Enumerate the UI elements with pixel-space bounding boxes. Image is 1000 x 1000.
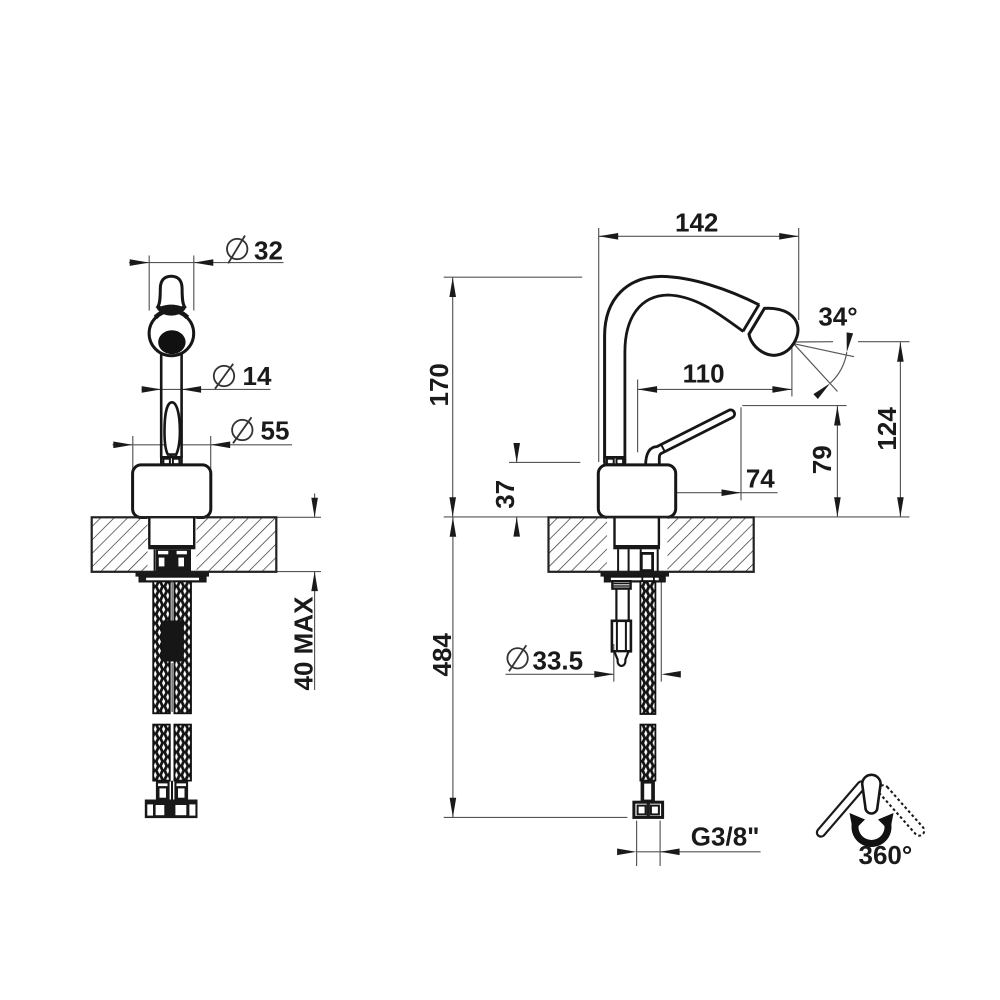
svg-text:360°: 360° [859,840,913,870]
svg-text:32: 32 [254,236,283,266]
svg-text:33.5: 33.5 [533,645,584,675]
svg-text:79: 79 [807,445,837,474]
svg-text:170: 170 [424,363,454,406]
svg-text:34°: 34° [818,302,857,332]
svg-text:484: 484 [427,633,457,677]
svg-text:37: 37 [490,480,520,509]
svg-text:55: 55 [261,416,290,446]
svg-text:14: 14 [243,361,272,391]
svg-text:124: 124 [872,407,902,451]
svg-text:110: 110 [683,358,725,388]
svg-text:142: 142 [675,208,718,238]
svg-text:74: 74 [746,464,775,494]
svg-text:G3/8": G3/8" [691,821,760,851]
svg-text:40 MAX: 40 MAX [289,596,319,691]
